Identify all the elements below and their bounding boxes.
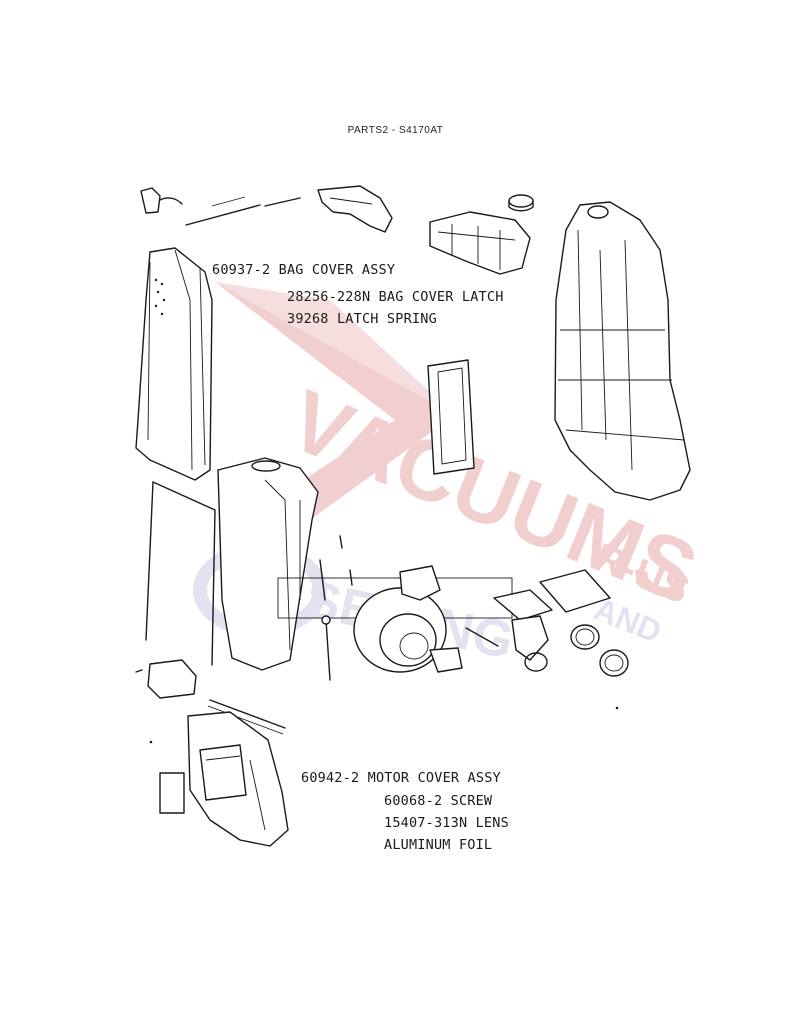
callout-motor-cover-assy: 60942-2 MOTOR COVER ASSY (301, 770, 501, 786)
filter-housing-part (429, 211, 531, 275)
aluminum-foil-part (159, 772, 185, 814)
handle-bracket-part (317, 185, 393, 233)
screw-parts (319, 535, 499, 681)
cover-strip-part (152, 481, 216, 666)
motor-cover-assy-part (187, 711, 289, 847)
motor-cover-body-part (217, 457, 319, 671)
callout-latch-spring: 39268 LATCH SPRING (287, 311, 437, 327)
bag-cover-latch-part (140, 187, 183, 214)
switch-part (135, 659, 197, 699)
cord-hook-part (508, 194, 534, 212)
callout-lens: 15407-313N LENS (384, 815, 509, 831)
motor-assembly-part (353, 565, 463, 673)
latch-spring-part (185, 196, 301, 226)
lens-parts (493, 569, 629, 677)
bag-cover-assy-part (135, 247, 213, 481)
callout-aluminum-foil: ALUMINUM FOIL (384, 837, 493, 853)
callout-screw: 60068-2 SCREW (384, 793, 493, 809)
watermark-red-arrow (215, 282, 455, 520)
trim-strip-part (209, 699, 286, 729)
rear-housing-part (554, 201, 691, 501)
filter-panel-part (427, 359, 475, 475)
callout-bag-cover-assy: 60937-2 BAG COVER ASSY (212, 262, 396, 278)
page-title: PARTS2 - S4170AT (347, 125, 444, 136)
callout-bag-cover-latch: 28256-228N BAG COVER LATCH (287, 289, 504, 305)
